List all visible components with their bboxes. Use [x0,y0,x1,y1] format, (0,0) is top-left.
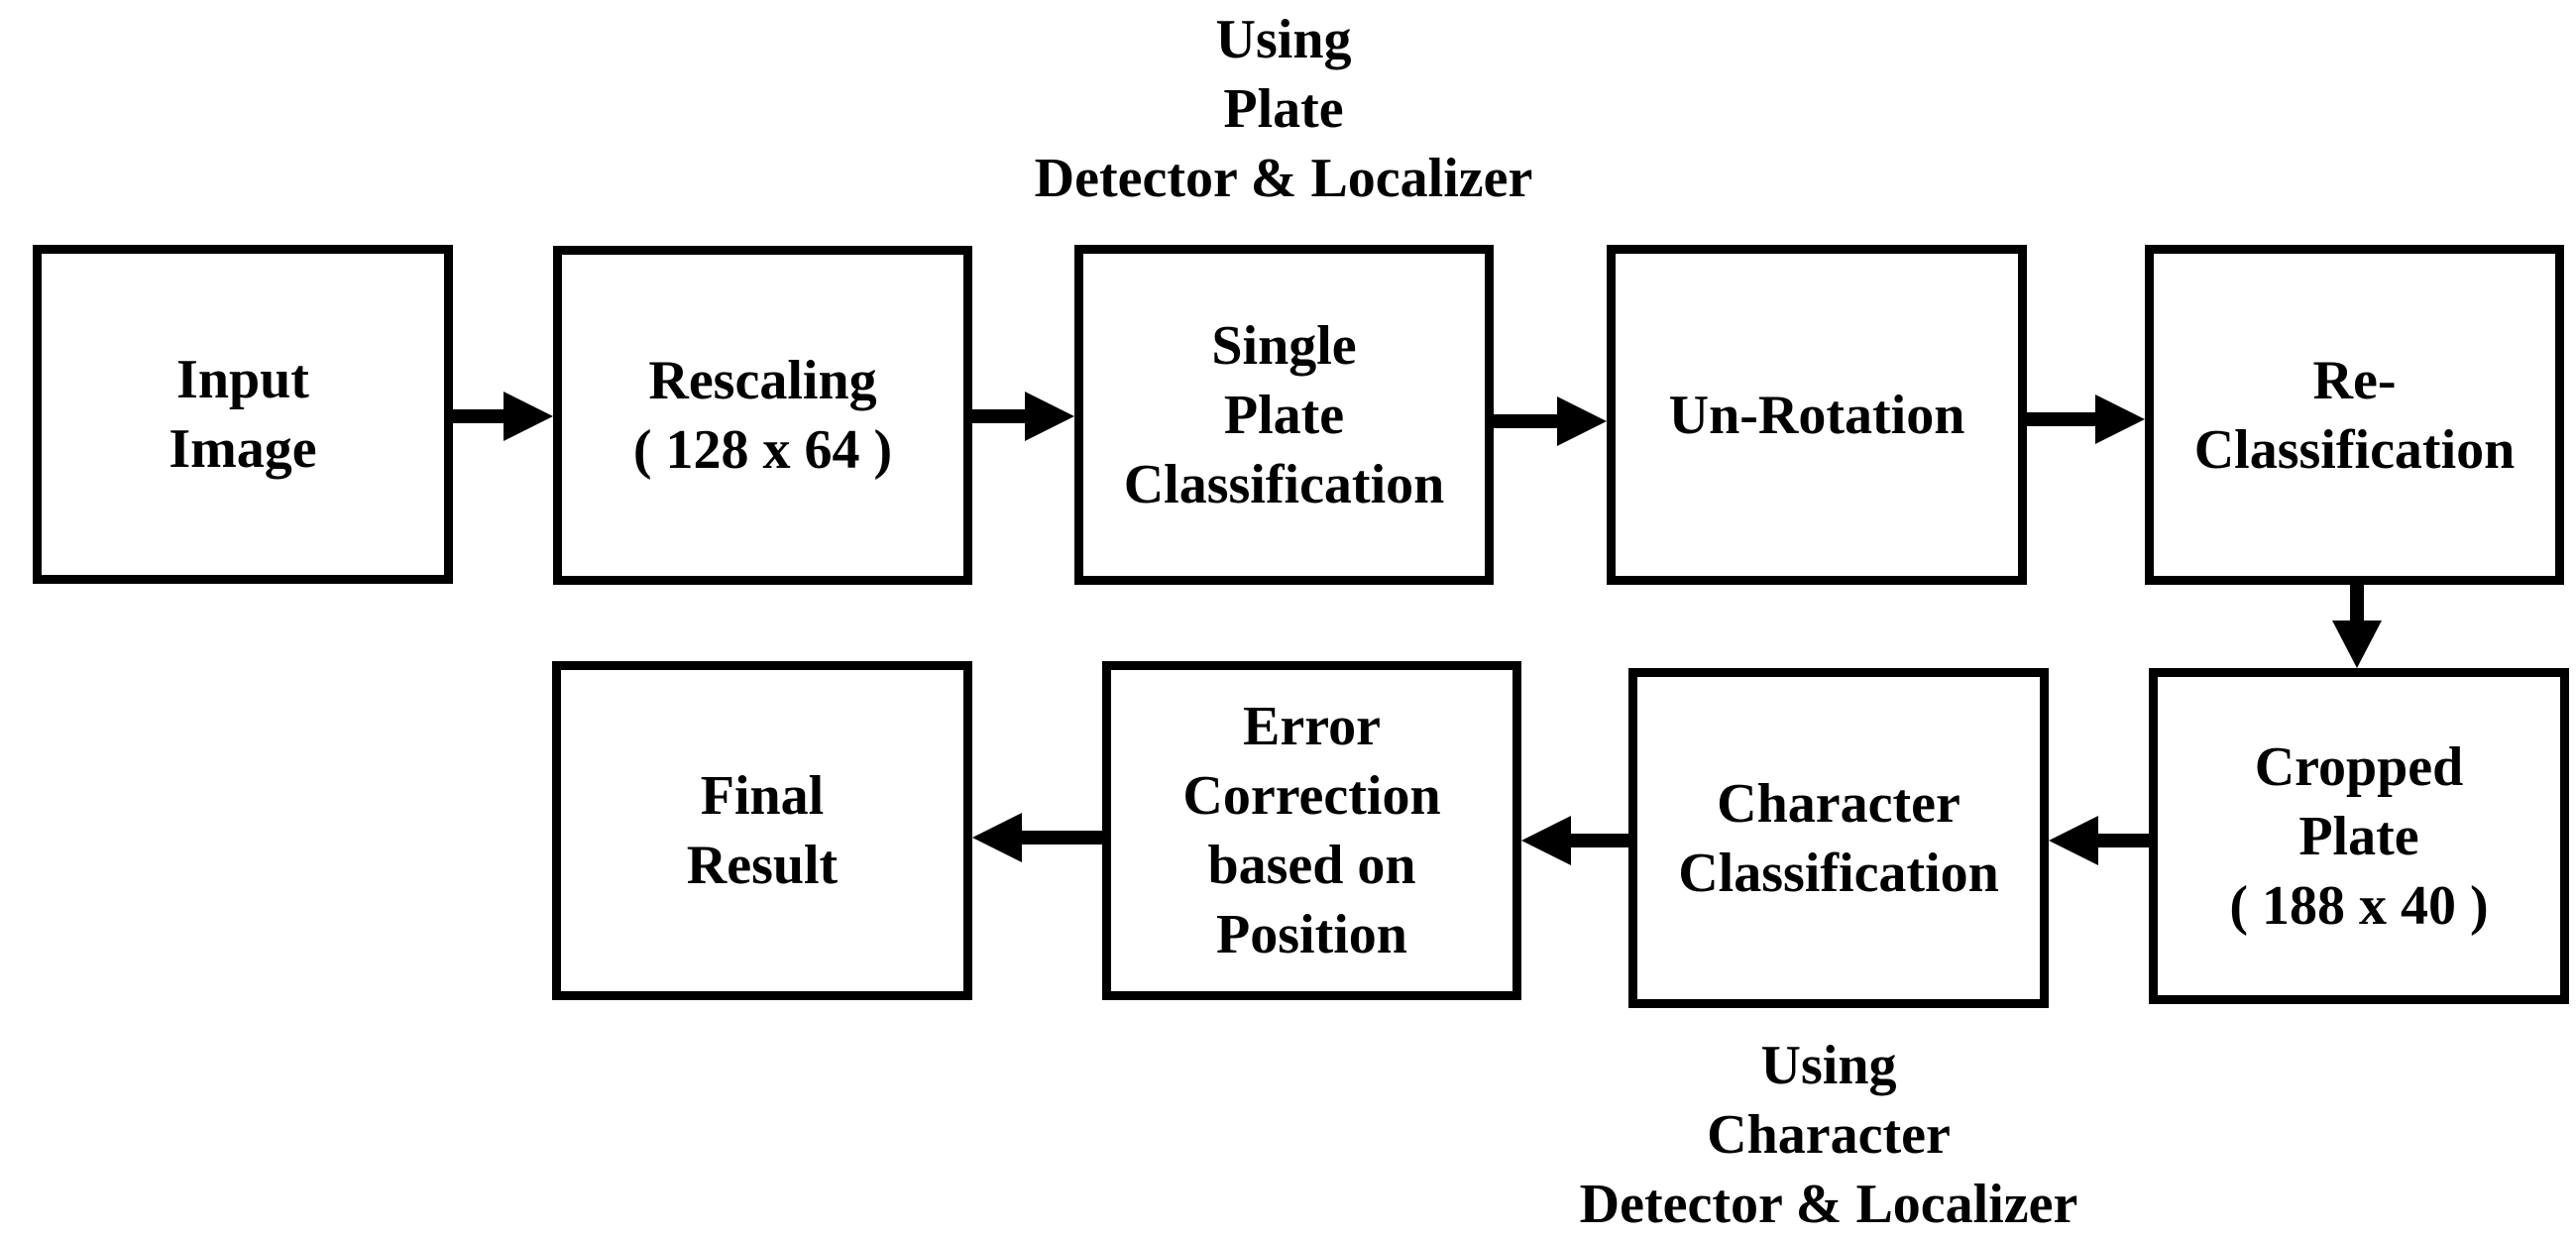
error-correction-label: Error Correction based on Position [1182,696,1441,965]
arrow-character-classification-to-error-correction [1521,816,1628,865]
arrow-rescaling-to-single-plate [972,392,1074,441]
input-image-label: Input Image [168,349,317,480]
arrow-un-rotation-to-re-classification [2027,395,2145,444]
rescaling-box: Rescaling ( 128 x 64 ) [553,246,972,585]
arrow-single-plate-to-un-rotation [1494,396,1607,446]
arrow-input-to-rescaling [453,392,553,441]
un-rotation-label: Un-Rotation [1668,384,1965,446]
character-classification-box: Character Classification [1628,668,2049,1008]
re-classification-label: Re- Classification [2193,349,2516,481]
error-correction-box: Error Correction based on Position [1102,661,1521,1000]
arrow-error-correction-to-final-result [972,813,1102,862]
cropped-plate-box: Cropped Plate ( 188 x 40 ) [2149,668,2569,1004]
cropped-plate-label: Cropped Plate ( 188 x 40 ) [2229,735,2489,937]
bottom-annotation: Using Character Detector & Localizer [1579,1035,2078,1235]
arrow-re-classification-to-cropped-plate [2332,585,2382,668]
arrow-cropped-plate-to-character-classification [2049,816,2149,865]
single-plate-classification-label: Single Plate Classification [1123,314,1445,515]
final-result-box: Final Result [552,661,972,1000]
input-image-box: Input Image [33,245,453,584]
final-result-label: Final Result [686,765,839,896]
top-annotation: Using Plate Detector & Localizer [1034,9,1533,209]
re-classification-box: Re- Classification [2145,245,2564,585]
character-classification-label: Character Classification [1678,772,1999,904]
single-plate-classification-box: Single Plate Classification [1074,245,1494,585]
rescaling-label: Rescaling ( 128 x 64 ) [632,350,893,481]
un-rotation-box: Un-Rotation [1607,245,2027,585]
